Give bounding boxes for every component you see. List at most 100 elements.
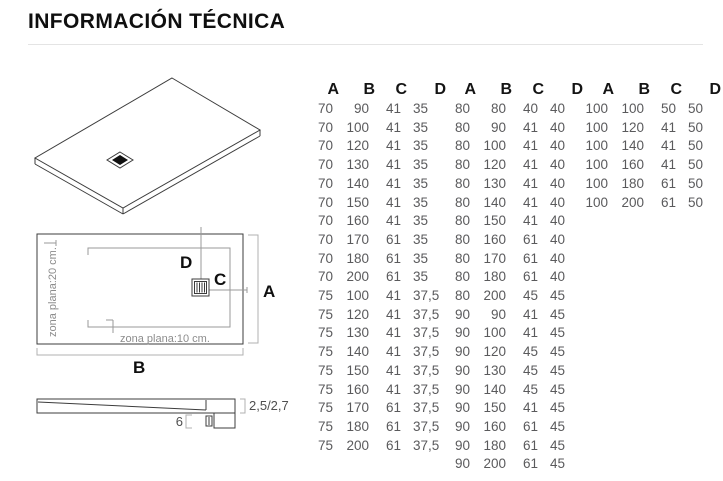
- dim-cell: 140: [346, 344, 369, 360]
- dim-cell: 90: [454, 456, 470, 472]
- dim-cell: 50: [688, 157, 704, 173]
- dim-cell: 40: [550, 138, 566, 154]
- dim-cell: 45: [550, 325, 566, 341]
- tray-plan-view: zona plana:20 cm. zona plana:10 cm. D C …: [36, 227, 275, 377]
- dim-cell: 200: [346, 269, 369, 285]
- label-c: C: [214, 270, 226, 289]
- dim-cell: 41: [660, 157, 676, 173]
- table-row: 80 200 45 45: [447, 287, 585, 306]
- dim-cell: 70: [317, 175, 333, 191]
- dim-cell: 150: [483, 213, 506, 229]
- dim-cell: 45: [550, 306, 566, 322]
- column-header: A: [602, 81, 614, 98]
- dim-cell: 40: [522, 101, 538, 116]
- dim-cell: 100: [585, 101, 608, 116]
- column-header: C: [532, 81, 544, 98]
- dim-cell: 180: [346, 250, 369, 266]
- dim-cell: 100: [483, 325, 506, 341]
- column-header: B: [363, 81, 375, 98]
- dim-cell: 80: [454, 231, 470, 247]
- dim-cell: 50: [688, 101, 704, 116]
- dim-cell: 40: [550, 101, 566, 116]
- dim-cell: 170: [483, 250, 506, 266]
- dim-cell: 61: [522, 231, 538, 247]
- dim-cell: 90: [490, 306, 506, 322]
- label-b: B: [133, 358, 145, 377]
- dim-cell: 70: [317, 119, 333, 135]
- dim-bracket-drain: [185, 414, 192, 429]
- dim-cell: 200: [483, 456, 506, 472]
- dim-cell: 37,5: [413, 400, 440, 416]
- dim-cell: 61: [385, 250, 401, 266]
- dim-cell: 41: [385, 119, 401, 135]
- dim-cell: 45: [522, 344, 538, 360]
- dim-cell: 140: [483, 381, 506, 397]
- dim-cell: 35: [413, 250, 429, 266]
- dim-cell: 35: [413, 138, 429, 154]
- dim-cell: 80: [454, 157, 470, 173]
- dim-cell: 120: [346, 138, 369, 154]
- dim-cell: 61: [385, 418, 401, 434]
- dim-cell: 80: [454, 101, 470, 116]
- dim-cell: 70: [317, 101, 333, 116]
- dim-cell: 37,5: [413, 381, 440, 397]
- dim-cell: 61: [385, 437, 401, 453]
- dim-cell: 35: [413, 175, 429, 191]
- dim-cell: 61: [660, 194, 676, 210]
- dim-cell: 40: [550, 250, 566, 266]
- dim-cell: 37,5: [413, 288, 440, 304]
- dim-cell: 61: [522, 250, 538, 266]
- dim-cell: 200: [483, 288, 506, 304]
- dim-cell: 41: [385, 138, 401, 154]
- profile-slope-line: [37, 401, 207, 411]
- dim-cell: 140: [483, 194, 506, 210]
- column-header: D: [434, 81, 446, 98]
- tray-top-face: [33, 77, 261, 215]
- column-header: A: [327, 81, 339, 98]
- dim-cell: 41: [660, 119, 676, 135]
- dim-cell: 90: [454, 400, 470, 416]
- dim-cell: 41: [522, 157, 538, 173]
- tray-outline: [36, 233, 244, 345]
- dim-cell: 61: [385, 269, 401, 285]
- dim-cell: 90: [454, 418, 470, 434]
- dim-cell: 35: [413, 213, 429, 229]
- dim-cell: 130: [346, 325, 369, 341]
- tray-profile-view: 6 2,5/2,7: [36, 398, 289, 429]
- dim-cell: 41: [385, 194, 401, 210]
- dim-cell: 130: [483, 362, 506, 378]
- dim-cell: 45: [522, 288, 538, 304]
- dim-cell: 50: [688, 194, 704, 210]
- dim-cell: 41: [385, 213, 401, 229]
- dim-cell: 41: [385, 101, 401, 116]
- dim-cell: 100: [621, 101, 644, 116]
- dim-cell: 40: [550, 213, 566, 229]
- dim-cell: 120: [483, 344, 506, 360]
- dim-cell: 45: [550, 362, 566, 378]
- dim-cell: 200: [346, 437, 369, 453]
- dim-cell: 80: [454, 288, 470, 304]
- zona-plana-10-label: zona plana:10 cm.: [120, 333, 210, 345]
- dim-cell: 75: [317, 344, 333, 360]
- dim-cell: 45: [550, 288, 566, 304]
- dim-cell: 90: [454, 437, 470, 453]
